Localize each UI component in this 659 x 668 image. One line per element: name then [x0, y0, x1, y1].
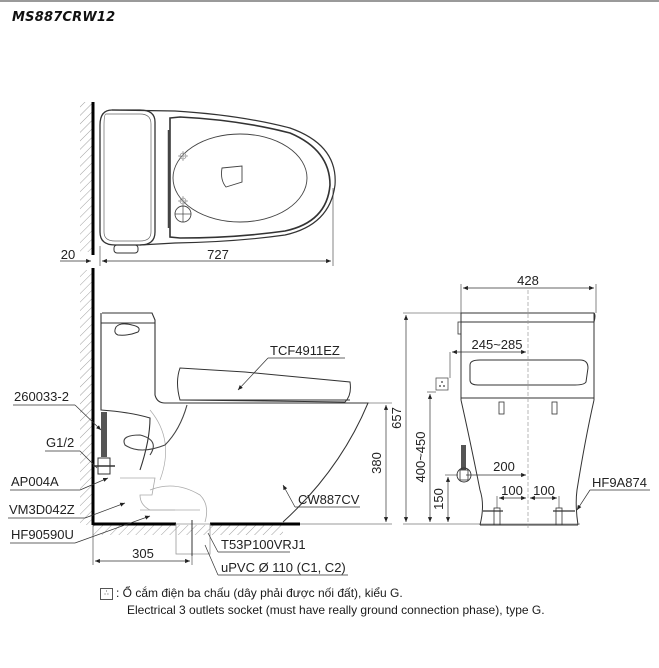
seat-outline	[169, 116, 331, 239]
label-valve: AP004A	[11, 474, 59, 489]
dim-428: 428	[517, 273, 539, 288]
hose	[123, 404, 188, 456]
wall-hatch	[80, 102, 92, 252]
dim-100-left: 100	[501, 483, 523, 498]
dim-657: 657	[389, 407, 404, 429]
label-pipe: uPVC Ø 110 (C1, C2)	[221, 560, 346, 575]
outlet-pipe	[175, 523, 211, 555]
label-bowl: CW887CV	[298, 492, 360, 507]
dim-200: 200	[493, 459, 515, 474]
drain-ghost	[120, 477, 208, 523]
dim-245-285: 245~285	[472, 337, 523, 352]
flex-hose	[101, 412, 107, 457]
top-border	[0, 0, 659, 2]
tank-outline	[99, 109, 156, 246]
socket-icon	[435, 377, 449, 391]
bowl-opening	[172, 133, 308, 223]
tank-side	[102, 312, 200, 404]
legend-note: ∴: Ổ cắm điện ba chấu (dây phải được nối…	[100, 585, 545, 619]
label-bolt: HF9A874	[592, 475, 647, 490]
dim-150: 150	[431, 488, 446, 510]
label-outlet: T53P100VRJ1	[221, 537, 306, 552]
label-flange-bolt: HF90590U	[11, 527, 74, 542]
dim-400-450: 400~450	[413, 432, 428, 483]
seat-front	[469, 359, 589, 386]
dim-305: 305	[132, 546, 154, 561]
dim-727: 727	[207, 247, 229, 262]
front-view: 428 245~285 657 400~450 150 200 100 100 …	[389, 273, 650, 530]
bowl-outer	[111, 109, 336, 246]
seat-side	[177, 367, 351, 403]
socket-icon: ∴	[100, 587, 113, 600]
label-supply: VM3D042Z	[9, 502, 75, 517]
center-mark	[178, 151, 188, 206]
label-seat: TCF4911EZ	[270, 343, 340, 358]
side-view: 380 305 TCF4911EZ CW887CV 260033-2 G1/2 …	[8, 268, 392, 576]
label-hose: 260033-2	[14, 389, 69, 404]
dim-20: 20	[61, 247, 75, 262]
label-thread: G1/2	[46, 435, 74, 450]
top-view: 727 20	[60, 102, 336, 266]
legend-en: Electrical 3 outlets socket (must have r…	[127, 603, 545, 617]
model-title: MS887CRW12	[12, 10, 116, 25]
legend-vi: : Ổ cắm điện ba chấu (dây phải được nối …	[116, 586, 403, 600]
dim-380: 380	[369, 452, 384, 474]
flush-button	[114, 323, 140, 336]
dim-100-right: 100	[533, 483, 555, 498]
drain-hole	[221, 165, 243, 188]
